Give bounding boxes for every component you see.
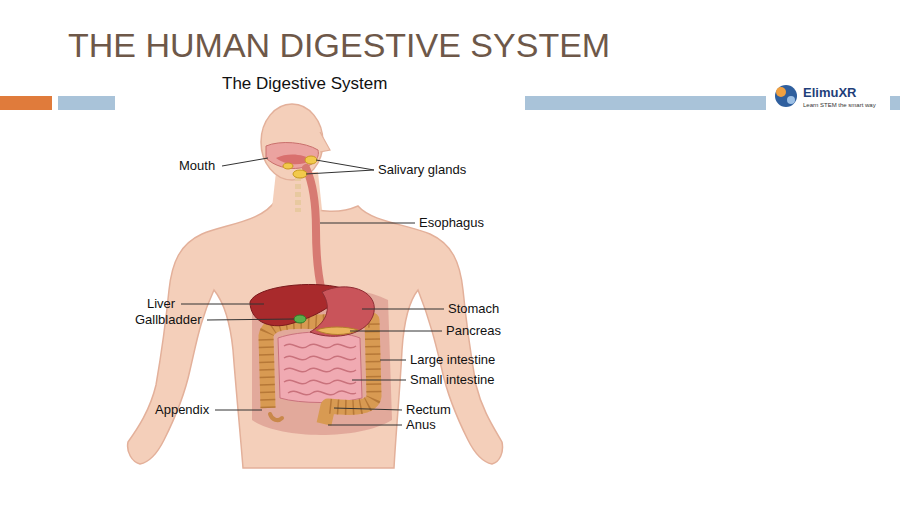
accent-bar xyxy=(0,96,52,110)
salivary-gland xyxy=(283,163,293,169)
accent-bar xyxy=(58,96,115,110)
slide-title: THE HUMAN DIGESTIVE SYSTEM xyxy=(68,25,610,66)
logo-icon xyxy=(787,96,795,104)
logo-ground xyxy=(766,80,890,112)
part-label: Salivary glands xyxy=(378,162,466,178)
part-label: Pancreas xyxy=(446,323,501,339)
salivary-gland xyxy=(293,170,307,178)
intestine-coils xyxy=(284,344,356,394)
stomach-organ xyxy=(310,287,374,336)
head xyxy=(261,104,323,180)
part-label: Appendix xyxy=(155,402,209,418)
part-label: Anus xyxy=(406,417,436,433)
logo-icon xyxy=(776,87,786,97)
part-label: Rectum xyxy=(406,402,451,418)
logo-tagline: Learn STEM the smart way xyxy=(803,102,876,109)
part-label: Stomach xyxy=(448,301,499,317)
diagram-heading: The Digestive System xyxy=(222,74,387,94)
part-label: Mouth xyxy=(179,158,215,174)
part-label: Small intestine xyxy=(410,372,495,388)
nose xyxy=(320,132,330,152)
esophagus-tube xyxy=(306,168,322,292)
small-intestine xyxy=(278,332,362,403)
part-label: Liver xyxy=(147,296,175,312)
logo-icon xyxy=(775,85,797,107)
spine xyxy=(295,176,301,212)
gallbladder-organ xyxy=(294,315,306,323)
part-label: Large intestine xyxy=(410,352,495,368)
part-label: Esophagus xyxy=(419,215,484,231)
leader-line xyxy=(181,158,444,425)
part-label: Gallbladder xyxy=(135,312,202,328)
salivary-gland xyxy=(305,156,317,164)
appendix-organ xyxy=(270,414,282,420)
logo-name: ElimuXR xyxy=(803,85,856,101)
mouth-cavity xyxy=(266,143,318,169)
